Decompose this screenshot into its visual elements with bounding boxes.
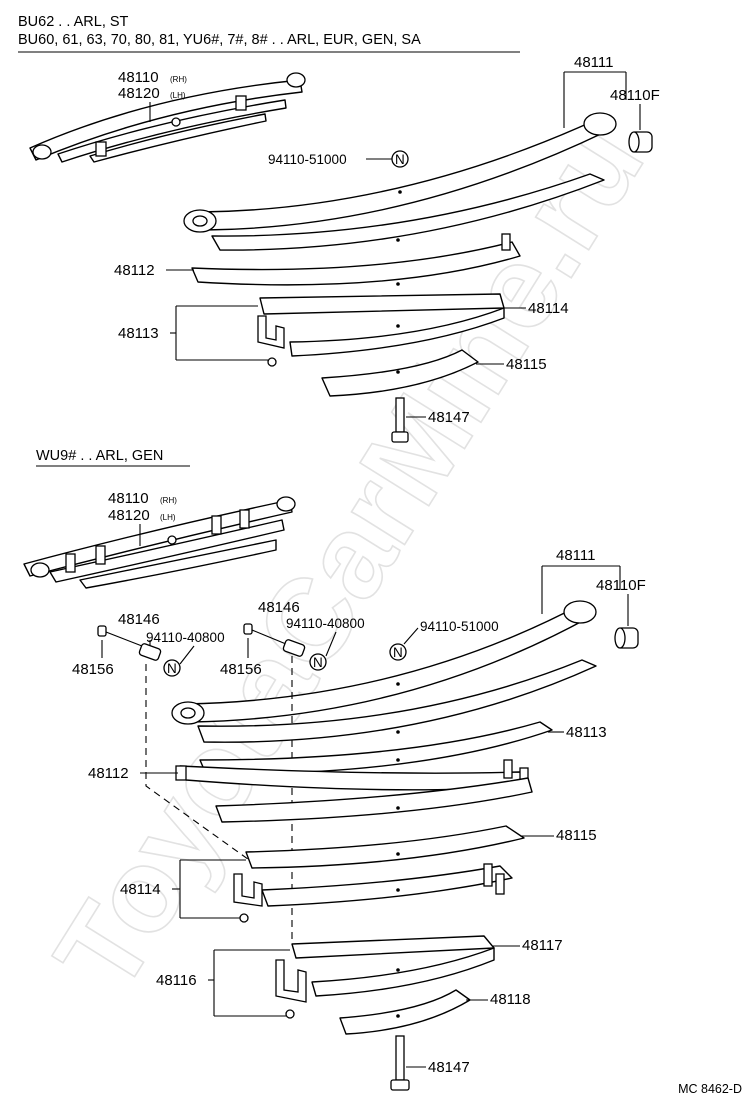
callout-top-clip: 48113	[118, 325, 159, 342]
callout-bot-spacer-right: 48156	[220, 661, 262, 678]
callout-top-leaf-3: 48114	[528, 300, 569, 317]
dashed-guide-left	[145, 664, 253, 863]
svg-text:N: N	[313, 655, 323, 670]
callout-top-leaf-2: 48112	[114, 262, 155, 279]
callout-bot-bolt-right: 48146	[258, 599, 300, 616]
callout-bot-leaf-mid: 48115	[556, 827, 597, 844]
callout-bot-leaf-bottom: 48118	[490, 991, 531, 1008]
leaf-main-48111-top	[183, 112, 617, 233]
bushing-48110f-bottom	[614, 627, 639, 649]
leaf-48113-bottom	[197, 659, 597, 743]
svg-text:N: N	[395, 152, 405, 167]
leader-bot-nut-right	[325, 631, 337, 657]
clip-48114-bottom	[233, 873, 263, 923]
svg-text:N: N	[393, 645, 403, 660]
leaf-48112-top	[211, 173, 605, 251]
bushing-48110f-top	[628, 131, 653, 153]
leaf-eye-48112-top	[191, 233, 521, 286]
leaf-main-48111-bottom	[171, 600, 597, 725]
bolt-48146-right	[243, 623, 306, 658]
callout-top-center-bolt: 48147	[428, 409, 470, 426]
callout-bot-rh-suffix: (RH)	[160, 496, 177, 505]
top-header-line-1: BU62 . . ARL, ST	[18, 14, 129, 30]
callout-bot-nut-left: 94110-40800	[146, 630, 225, 645]
callout-top-assy-lh: 48120	[118, 85, 160, 102]
nut-symbol-top: N	[391, 150, 409, 168]
callout-top-rh-suffix: (RH)	[170, 75, 187, 84]
leaf-6-bottom	[261, 863, 513, 907]
callout-top-bushing: 48110F	[610, 87, 660, 104]
callout-bot-assy-lh: 48120	[108, 507, 150, 524]
bottom-header: WU9# . . ARL, GEN	[36, 448, 164, 464]
leader-bot-nut-left	[179, 645, 195, 665]
leaf-48114-top	[259, 293, 505, 357]
callout-bot-assy-rh: 48110	[108, 490, 149, 507]
callout-bot-leaf-eye: 48112	[88, 765, 129, 782]
spring-assembly-thumbnail-top	[29, 72, 306, 163]
nut-symbol-main-bottom: N	[389, 643, 407, 661]
nut-symbol-left: N	[163, 659, 181, 677]
center-bolt-48147-top	[391, 397, 409, 443]
callout-top-main-leaf: 48111	[574, 54, 614, 71]
callout-top-lh-suffix: (LH)	[170, 91, 186, 100]
bolt-48146-left	[97, 625, 162, 661]
center-bolt-48147-bottom	[390, 1035, 410, 1091]
nut-symbol-right: N	[309, 653, 327, 671]
leaf-4-bottom	[215, 777, 533, 823]
clip-48116-bottom	[275, 959, 307, 1019]
callout-bot-leaf-lower: 48117	[522, 937, 563, 954]
leaf-48115-top	[321, 349, 479, 397]
leaf-48117-bottom	[291, 935, 495, 997]
callout-top-leaf-4: 48115	[506, 356, 547, 373]
leaf-48115-bottom	[245, 825, 525, 869]
callout-bot-bushing: 48110F	[596, 577, 646, 594]
callout-bot-nut-right: 94110-40800	[286, 616, 365, 631]
callout-bot-clip-a: 48114	[120, 881, 161, 898]
leaf-48118-bottom	[339, 989, 471, 1035]
callout-bot-bolt-left: 48146	[118, 611, 160, 628]
leader-bot-nut-main	[403, 627, 419, 645]
callout-bot-main-leaf: 48111	[556, 547, 596, 564]
clip-48113-top	[257, 315, 285, 367]
top-header-line-2: BU60, 61, 63, 70, 80, 81, YU6#, 7#, 8# .…	[18, 32, 421, 48]
callout-bot-nut-main: 94110-51000	[420, 619, 499, 634]
callout-bot-clip-b: 48116	[156, 972, 197, 989]
spring-assembly-thumbnail-bottom	[23, 496, 296, 589]
callout-top-nut: 94110-51000	[268, 152, 347, 167]
callout-bot-lh-suffix: (LH)	[160, 513, 176, 522]
callout-top-assy-rh: 48110	[118, 69, 159, 86]
callout-bot-spacer-left: 48156	[72, 661, 114, 678]
callout-bot-center-bolt: 48147	[428, 1059, 470, 1076]
svg-text:N: N	[167, 661, 177, 676]
diagram-code: MC 8462-D	[678, 1082, 742, 1096]
callout-bot-leaf-2: 48113	[566, 724, 607, 741]
